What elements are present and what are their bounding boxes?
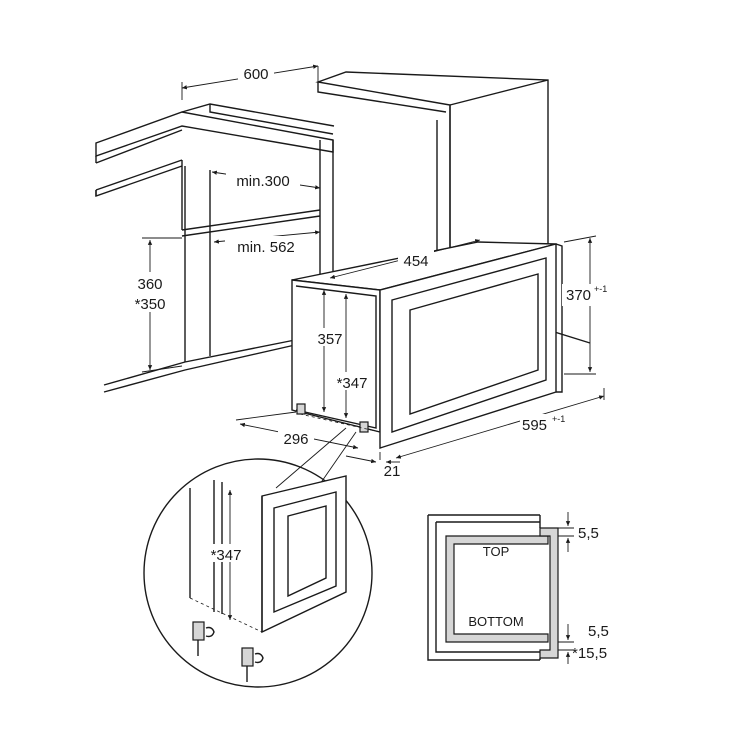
dim-370-tolerance: +-1 bbox=[594, 284, 607, 294]
dim-357-label: 357 bbox=[317, 331, 342, 348]
side-gap-bottom-alt-label: *15,5 bbox=[572, 645, 607, 662]
side-bottom-label: BOTTOM bbox=[468, 614, 523, 629]
dimension-min-562: min. 562 bbox=[213, 230, 321, 256]
dim-min-300-label: min.300 bbox=[236, 173, 289, 190]
detail-circle: *347 bbox=[143, 458, 373, 688]
dim-595-tolerance: +-1 bbox=[552, 414, 565, 424]
dim-21-label: 21 bbox=[384, 463, 401, 480]
dim-370-label: 370 bbox=[566, 287, 591, 304]
dimension-370: 370 +-1 bbox=[562, 235, 614, 375]
dimension-347: *347 bbox=[330, 294, 374, 418]
dimension-454: 454 bbox=[329, 239, 481, 279]
dim-454-label: 454 bbox=[403, 253, 428, 270]
dim-595-label: 595 bbox=[522, 417, 547, 434]
dimension-21: 21 bbox=[345, 455, 401, 480]
dim-347-label: *347 bbox=[337, 375, 368, 392]
dimension-min-300: min.300 bbox=[211, 170, 321, 190]
dim-360-label: 360 bbox=[137, 276, 162, 293]
side-gap-top-label: 5,5 bbox=[578, 525, 599, 542]
side-gap-bottom-label: 5,5 bbox=[588, 623, 609, 640]
dim-296-label: 296 bbox=[283, 431, 308, 448]
dimension-595: 595 +-1 bbox=[379, 388, 605, 460]
side-view-diagram: TOP BOTTOM 5,5 5,5 *15,5 bbox=[427, 512, 609, 664]
dimension-296: 296 bbox=[235, 411, 359, 450]
dimension-600: 600 bbox=[181, 64, 319, 100]
dim-600-label: 600 bbox=[243, 66, 268, 83]
detail-347-label: *347 bbox=[211, 547, 242, 564]
dimension-360: 360 *350 bbox=[128, 237, 183, 373]
side-top-label: TOP bbox=[483, 544, 510, 559]
dimension-357: 357 bbox=[310, 290, 348, 412]
dim-350-label: *350 bbox=[135, 296, 166, 313]
dim-min-562-label: min. 562 bbox=[237, 239, 295, 256]
